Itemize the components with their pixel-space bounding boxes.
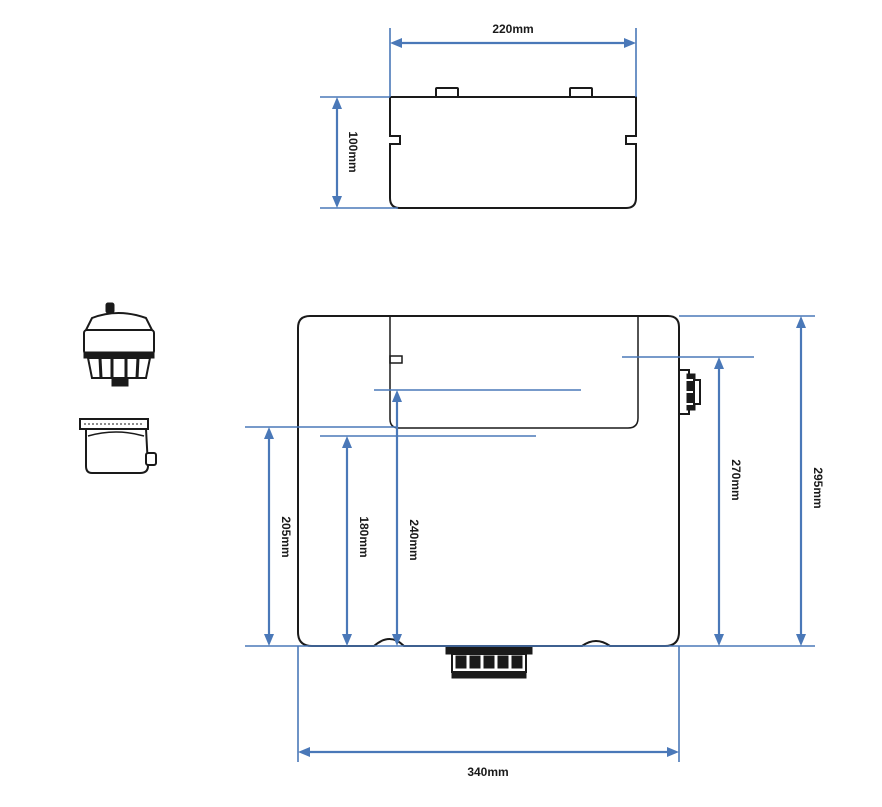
outlet-connector-icon bbox=[445, 645, 533, 679]
dim-100-arrow-top bbox=[332, 97, 342, 109]
outlet-tooth-4 bbox=[497, 655, 509, 669]
dim-340-arrow-left bbox=[298, 747, 310, 757]
front-view: 340mm 295mm 270mm 240mm 180mm 205mm bbox=[245, 315, 825, 779]
fill-valve-rib-4 bbox=[135, 357, 140, 379]
dim-240-label: 240mm bbox=[407, 519, 421, 560]
outlet-tooth-3 bbox=[483, 655, 495, 669]
dim-240-arrow-bottom bbox=[392, 634, 402, 646]
dim-340-arrow-right bbox=[667, 747, 679, 757]
dim-270-label: 270mm bbox=[729, 459, 743, 500]
flush-valve-body bbox=[85, 428, 150, 474]
outlet-tooth-5 bbox=[511, 655, 523, 669]
fill-valve-outlet bbox=[111, 377, 129, 387]
fill-valve-upper bbox=[83, 329, 155, 355]
dim-220-arrow-left bbox=[390, 38, 402, 48]
dim-205-arrow-bottom bbox=[264, 634, 274, 646]
top-view-tab-right bbox=[569, 87, 593, 98]
outlet-connector-flange bbox=[445, 645, 533, 655]
fill-valve-cage bbox=[86, 357, 152, 379]
dim-100-arrow-bottom bbox=[332, 196, 342, 208]
dim-180-label: 180mm bbox=[357, 516, 371, 557]
flush-valve-side-port bbox=[145, 452, 157, 466]
outlet-tooth-2 bbox=[469, 655, 481, 669]
dim-180-arrow-bottom bbox=[342, 634, 352, 646]
flush-valve-icon bbox=[79, 418, 157, 474]
fill-valve-rib-1 bbox=[98, 357, 103, 379]
dim-220-arrow-right bbox=[624, 38, 636, 48]
front-view-slot bbox=[389, 355, 403, 364]
dim-220-label: 220mm bbox=[492, 22, 533, 36]
dim-295-label: 295mm bbox=[811, 467, 825, 508]
dim-100-label: 100mm bbox=[346, 131, 360, 172]
front-view-body bbox=[297, 315, 680, 647]
inlet-connector-tip bbox=[693, 379, 701, 405]
inlet-connector-icon bbox=[678, 369, 701, 415]
dim-205-arrow-top bbox=[264, 427, 274, 439]
dim-295-arrow-top bbox=[796, 316, 806, 328]
fill-valve-knob bbox=[105, 302, 115, 314]
front-view-lid-panel bbox=[389, 316, 639, 429]
outlet-connector-base bbox=[451, 671, 527, 679]
flush-valve-curve bbox=[87, 431, 145, 437]
dim-205-label: 205mm bbox=[279, 516, 293, 557]
dim-180-arrow-top bbox=[342, 436, 352, 448]
fill-valve-cap bbox=[84, 312, 154, 331]
top-view: 220mm 100mm bbox=[320, 22, 637, 209]
outlet-tooth-1 bbox=[455, 655, 467, 669]
top-view-tab-left bbox=[435, 87, 459, 98]
dim-340-label: 340mm bbox=[467, 765, 508, 779]
dim-295-arrow-bottom bbox=[796, 634, 806, 646]
fill-valve-icon bbox=[83, 302, 155, 387]
top-view-body bbox=[389, 96, 637, 209]
dim-240-arrow-top bbox=[392, 390, 402, 402]
dim-270-arrow-bottom bbox=[714, 634, 724, 646]
dim-270-arrow-top bbox=[714, 357, 724, 369]
